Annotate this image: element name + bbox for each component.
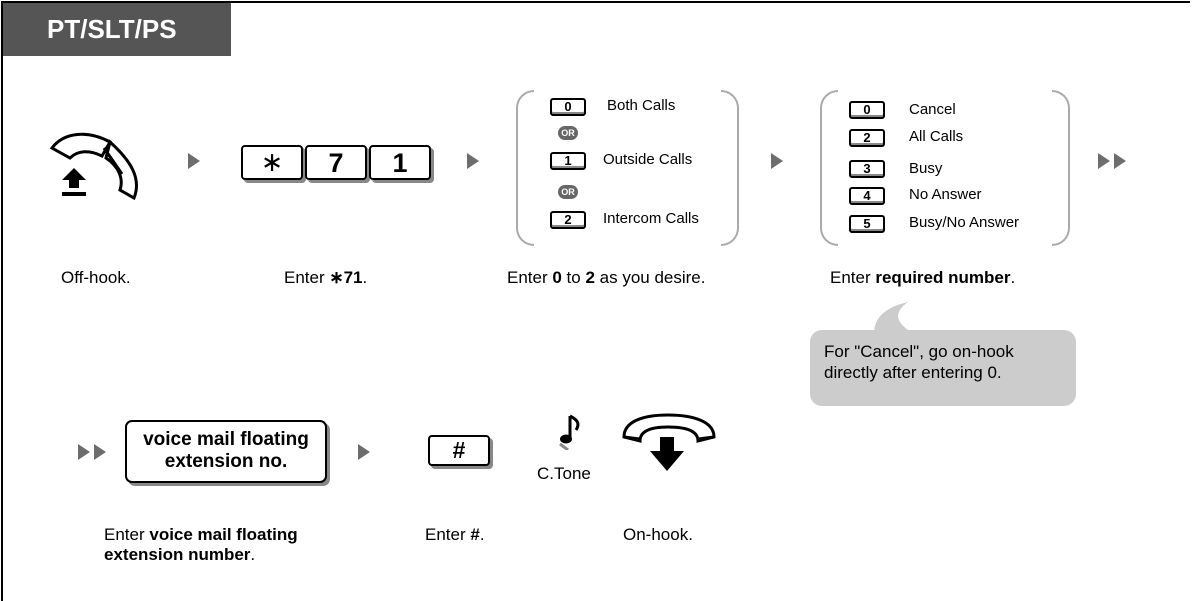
option-label: Outside Calls <box>603 151 693 168</box>
option-label: No Answer <box>909 186 982 203</box>
step4-caption: Enter required number. <box>830 268 1016 287</box>
step2-caption: Enter ∗71. <box>284 268 368 287</box>
option-label: Intercom Calls <box>603 210 699 227</box>
tone-label: C.Tone <box>537 464 591 483</box>
option-label: Busy <box>909 160 943 177</box>
step5-caption: Enter voice mail floating extension numb… <box>104 525 298 564</box>
pound-key: # <box>428 435 490 466</box>
continue-arrow <box>94 444 106 460</box>
header-tab: PT/SLT/PS <box>3 3 231 56</box>
flow-arrow <box>188 153 200 169</box>
option-label: Cancel <box>909 101 956 118</box>
option-key-0: 0 <box>550 98 586 116</box>
box-line: voice mail floating <box>143 429 309 450</box>
note-bubble: For "Cancel", go on-hook directly after … <box>810 330 1076 406</box>
option-key-2: 2 <box>550 211 586 229</box>
digit-7-key: 7 <box>305 145 367 180</box>
music-note-icon <box>559 414 580 450</box>
or-badge: OR <box>558 126 578 140</box>
digit-1-key: 1 <box>369 145 431 180</box>
left-bracket <box>820 90 838 246</box>
step1-caption: Off-hook. <box>61 268 131 287</box>
note-line: directly after entering 0. <box>824 363 1002 382</box>
continue-arrow <box>1114 153 1126 169</box>
option-label: Both Calls <box>607 97 676 114</box>
option-key-0: 0 <box>849 101 885 119</box>
right-bracket <box>1052 90 1070 246</box>
step3-caption: Enter 0 to 2 as you desire. <box>507 268 706 287</box>
off-hook-handset-icon <box>49 132 138 201</box>
on-hook-handset-icon <box>622 413 716 471</box>
star-key: ∗ <box>241 145 303 180</box>
step6-caption: Enter #. <box>425 525 485 544</box>
flow-arrow <box>358 444 370 460</box>
or-badge: OR <box>558 185 578 199</box>
continue-arrow <box>1098 153 1110 169</box>
box-line: extension no. <box>164 451 288 472</box>
option-key-3: 3 <box>849 160 885 178</box>
option-key-2: 2 <box>849 129 885 147</box>
speech-bubble-tail <box>874 302 914 334</box>
step7-caption: On-hook. <box>623 525 693 544</box>
continue-arrow <box>78 444 90 460</box>
option-label: Busy/No Answer <box>909 214 1020 231</box>
option-key-4: 4 <box>849 187 885 205</box>
voice-mail-floating-ext-box: voice mail floating extension no. <box>125 420 327 483</box>
option-key-1: 1 <box>550 152 586 170</box>
option-key-5: 5 <box>849 215 885 233</box>
right-bracket <box>721 90 739 246</box>
flow-arrow <box>467 153 479 169</box>
note-line: For "Cancel", go on-hook <box>824 342 1014 361</box>
option-label: All Calls <box>909 128 964 145</box>
flow-arrow <box>771 153 783 169</box>
left-bracket <box>516 90 534 246</box>
